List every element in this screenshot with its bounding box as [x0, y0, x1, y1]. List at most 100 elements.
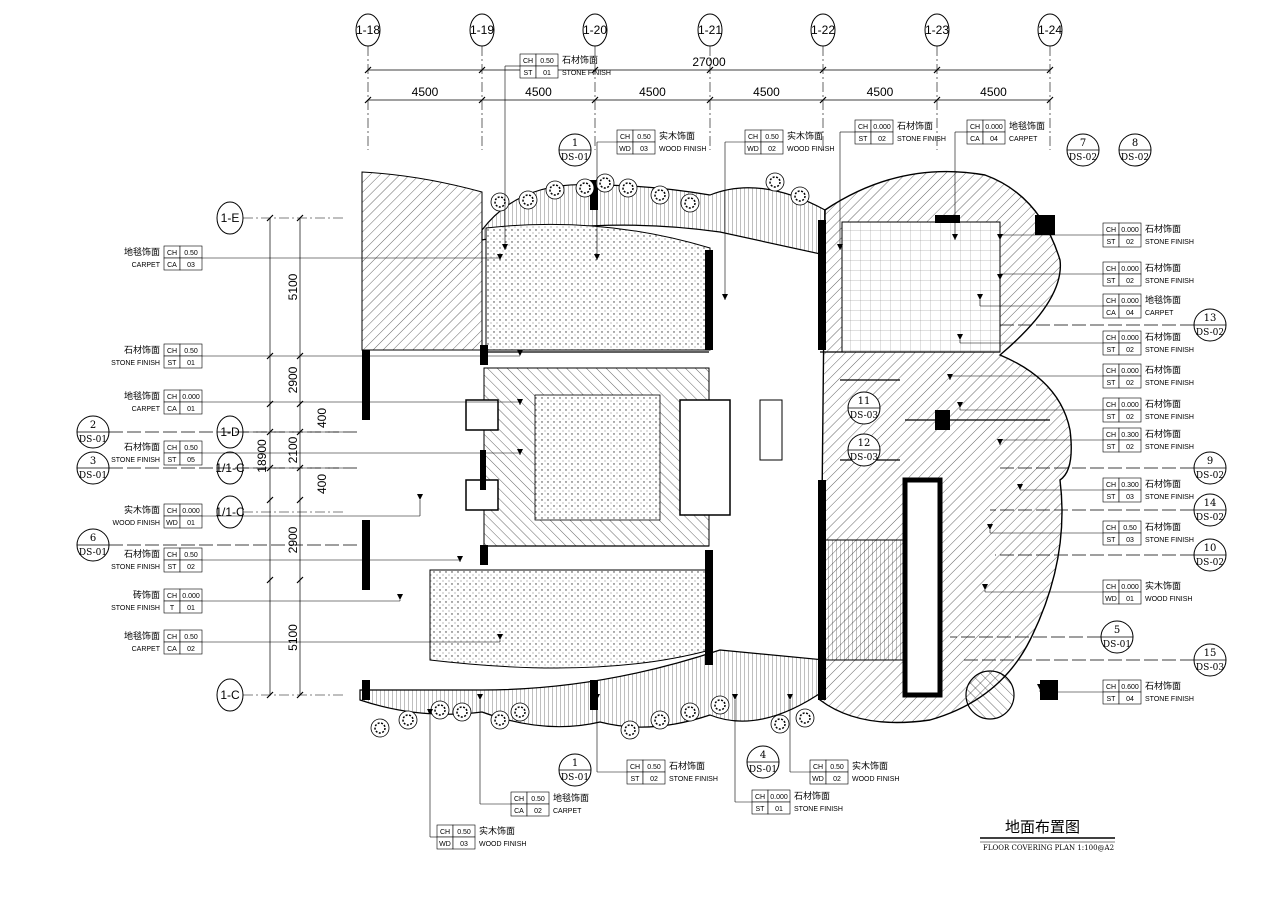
dim-span-top: 4500 — [639, 85, 666, 99]
tag-ch-key: CH — [1106, 227, 1116, 234]
section-marker-num: 5 — [1114, 625, 1120, 636]
tag-index: 02 — [1126, 444, 1134, 451]
tag-ch-value: 0.000 — [1121, 402, 1139, 409]
tag-ch-key: CH — [167, 593, 177, 600]
section-markers: 1DS-017DS-028DS-022DS-013DS-016DS-0111DS… — [76, 133, 1227, 787]
tag-cell — [1118, 234, 1142, 248]
tag-ch-value: 0.000 — [770, 794, 788, 801]
tag-index: 02 — [1126, 380, 1134, 387]
section-marker-sheet: DS-01 — [79, 548, 107, 558]
tag-cn-label: 石材饰面 — [1145, 680, 1181, 691]
tag-arrow — [397, 594, 403, 600]
section-marker-sheet: DS-01 — [1103, 640, 1131, 650]
planting-trees — [370, 172, 815, 740]
tag-cell — [1118, 409, 1142, 423]
tag-ch-value: 0.000 — [1121, 266, 1139, 273]
tag-code: WD — [747, 146, 759, 153]
dim-tick — [296, 691, 304, 699]
tag-arrow — [787, 694, 793, 700]
dim-tick — [819, 66, 827, 74]
tag-code: ST — [1107, 278, 1117, 285]
tag-arrow — [517, 350, 523, 356]
tag-code: CA — [970, 136, 980, 143]
dim-tick — [1046, 66, 1054, 74]
tag-index: 02 — [768, 146, 776, 153]
dim-tick — [706, 66, 714, 74]
dim-span-top: 4500 — [753, 85, 780, 99]
title-cn: 地面布置图 — [1005, 819, 1080, 836]
tag-arrow — [417, 494, 423, 500]
section-marker-sheet: DS-02 — [1196, 328, 1224, 338]
tree-icon — [595, 173, 615, 193]
tree-icon — [618, 178, 638, 198]
section-marker-sheet: DS-03 — [850, 453, 878, 463]
tag-cell — [179, 401, 203, 415]
axis-label-top: 1-22 — [811, 23, 835, 37]
tag-index: 01 — [543, 70, 551, 77]
tag-cell — [535, 65, 559, 79]
tree-canopy — [599, 177, 611, 189]
section-marker-num: 1 — [572, 138, 578, 149]
tag-code: ST — [168, 564, 178, 571]
tree-canopy — [402, 714, 414, 726]
tag-ch-key: CH — [1106, 402, 1116, 409]
axis-label-top: 1-23 — [925, 23, 949, 37]
section-marker-num: 15 — [1204, 648, 1217, 659]
tag-en-label: STONE FINISH — [1145, 347, 1194, 354]
tag-cn-label: 实木饰面 — [659, 130, 695, 141]
tag-en-label: CARPET — [132, 262, 161, 269]
tag-arrow — [952, 234, 958, 240]
tag-cell — [642, 771, 666, 785]
tag-ch-value: 0.50 — [184, 250, 198, 257]
tag-ch-value: 0.600 — [1121, 684, 1139, 691]
tree-icon — [650, 185, 670, 205]
tag-ch-key: CH — [858, 124, 868, 131]
tag-arrow — [497, 254, 503, 260]
dim-tick — [1046, 96, 1054, 104]
tag-index: 01 — [187, 360, 195, 367]
dim-total-top: 27000 — [692, 55, 726, 69]
tag-code: WD — [1105, 596, 1117, 603]
tag-cell — [1118, 691, 1142, 705]
tree-icon — [575, 178, 595, 198]
dim-span-top: 4500 — [412, 85, 439, 99]
tag-ch-key: CH — [167, 394, 177, 401]
dim-span-left: 400 — [315, 474, 329, 494]
tag-cn-label: 石材饰面 — [124, 441, 160, 452]
tag-cn-label: 石材饰面 — [1145, 364, 1181, 375]
tag-arrow — [427, 709, 433, 715]
section-marker-sheet: DS-01 — [561, 153, 589, 163]
dim-tick — [296, 496, 304, 504]
tree-icon — [650, 710, 670, 730]
tag-index: 01 — [187, 406, 195, 413]
dim-tick — [266, 496, 274, 504]
tree-icon — [680, 193, 700, 213]
tag-cn-label: 石材饰面 — [1145, 331, 1181, 342]
tree-canopy — [522, 194, 534, 206]
tag-ch-key: CH — [1106, 525, 1116, 532]
tag-en-label: CARPET — [132, 646, 161, 653]
tag-ch-key: CH — [167, 445, 177, 452]
section-marker-num: 10 — [1204, 543, 1217, 554]
tag-code: ST — [1107, 347, 1117, 354]
section-marker-num: 4 — [760, 750, 766, 761]
tree-icon — [452, 702, 472, 722]
tag-code: ST — [1107, 494, 1117, 501]
tree-canopy — [456, 706, 468, 718]
tag-arrow — [1037, 684, 1043, 690]
dim-tick — [364, 96, 372, 104]
tree-canopy — [794, 190, 806, 202]
tag-arrow — [477, 694, 483, 700]
dim-span-left: 400 — [315, 408, 329, 428]
tag-ch-key: CH — [970, 124, 980, 131]
tag-en-label: STONE FINISH — [562, 70, 611, 77]
tag-en-label: CARPET — [553, 808, 582, 815]
dim-tick — [266, 576, 274, 584]
tag-index: 02 — [878, 136, 886, 143]
tag-cell — [767, 801, 791, 815]
